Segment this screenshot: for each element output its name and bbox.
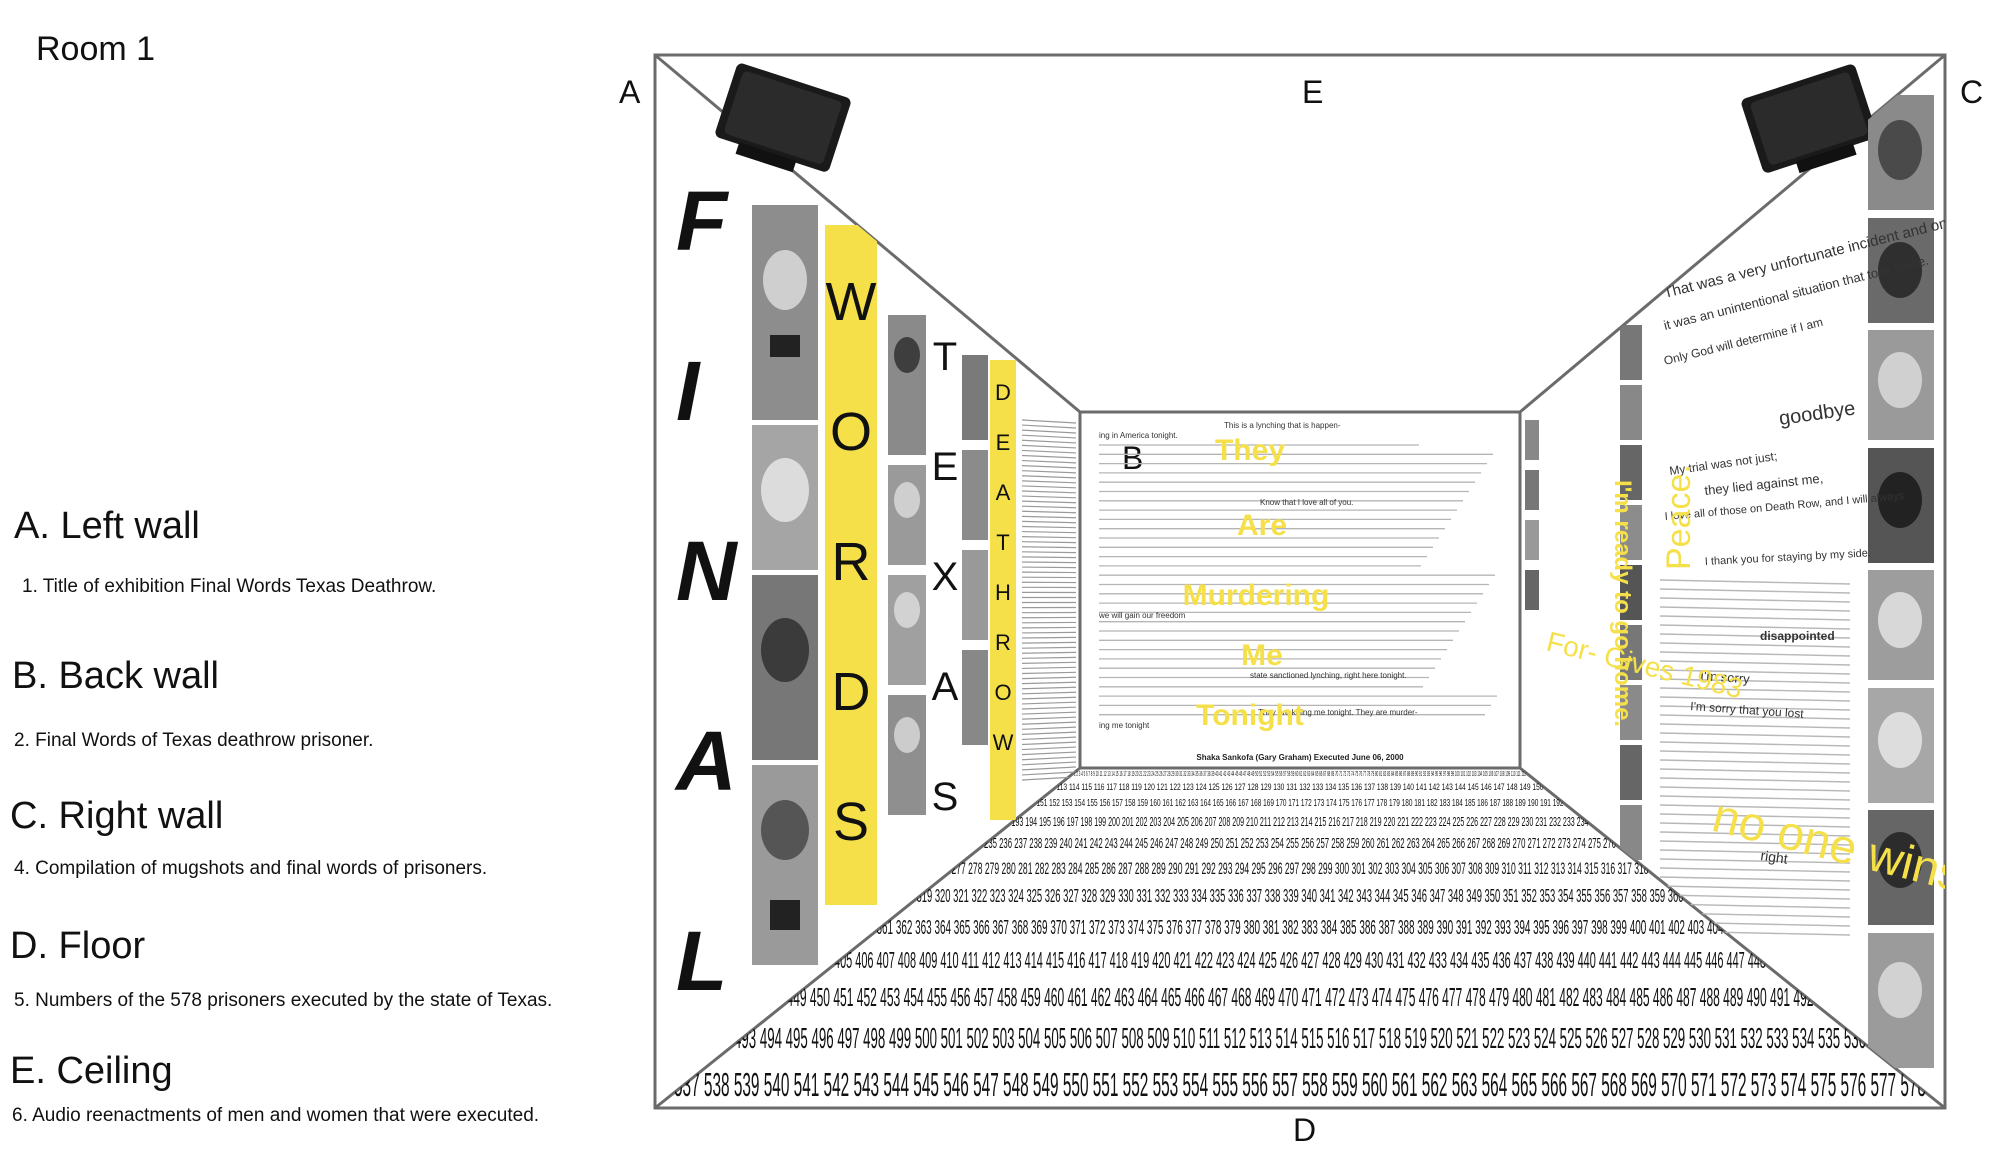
svg-text:no one wins: no one wins — [1707, 789, 1968, 902]
corner-label-b: B — [1122, 440, 1144, 476]
svg-text:I: I — [676, 344, 701, 438]
legend-heading-floor: D. Floor — [10, 925, 146, 967]
corner-label-c: C — [1960, 74, 1984, 110]
right-mugshot-column-near — [1525, 325, 1642, 860]
floor-number-row: 151 152 153 154 155 156 157 158 159 160 … — [1037, 797, 1564, 809]
svg-text:we will gain our freedom: we will gain our freedom — [1098, 611, 1186, 620]
legend-desc-floor: 5. Numbers of the 578 prisoners executed… — [14, 990, 553, 1011]
floor-number-row: 235 236 237 238 239 240 241 242 243 244 … — [984, 836, 1616, 852]
legend-heading-right-wall: C. Right wall — [10, 795, 224, 837]
svg-text:Tonight: Tonight — [1196, 699, 1304, 732]
svg-text:I'm sorry: I'm sorry — [1700, 668, 1751, 686]
floor-number-row: 493 494 495 496 497 498 499 500 501 502 … — [734, 1023, 1866, 1055]
svg-text:This is a lynching that is hap: This is a lynching that is happen- — [1224, 421, 1341, 430]
mugshot-column-left — [752, 205, 818, 965]
floor-number-row: 1 2 3 4 5 6 7 8 9 10 11 12 13 14 15 16 1… — [1074, 769, 1526, 778]
svg-text:For- Gives 1983: For- Gives 1983 — [1544, 626, 1746, 705]
floor-number-row: 537 538 539 540 541 542 543 544 545 546 … — [674, 1066, 1926, 1103]
svg-text:E: E — [932, 445, 959, 489]
room-title: Room 1 — [36, 30, 156, 68]
svg-text:E: E — [996, 430, 1011, 455]
back-wall: This is a lynching that is happen- ing i… — [1098, 421, 1497, 762]
floor-numbers: 1 2 3 4 5 6 7 8 9 10 11 12 13 14 15 16 1… — [674, 769, 1926, 1103]
svg-text:A: A — [674, 714, 737, 808]
floor-number-row: 319 320 321 322 323 324 325 326 327 328 … — [917, 885, 1684, 906]
svg-text:X: X — [932, 555, 959, 599]
svg-text:R: R — [995, 630, 1011, 655]
floor-number-row: 405 406 407 408 409 410 411 412 413 414 … — [834, 947, 1766, 973]
legend-desc-left-wall: 1. Title of exhibition Final Words Texas… — [22, 576, 437, 597]
corner-label-d: D — [1293, 1112, 1317, 1148]
floor-number-row: 449 450 451 452 453 454 455 456 457 458 … — [787, 982, 1814, 1012]
right-wall-text-lines — [1659, 579, 1851, 936]
deathrow-banner — [990, 360, 1016, 820]
back-wall-snippets: This is a lynching that is happen- ing i… — [1098, 421, 1418, 730]
svg-text:right: right — [1760, 847, 1789, 867]
svg-text:I'm sorry that you lost: I'm sorry that you lost — [1690, 699, 1805, 721]
svg-text:goodbye: goodbye — [1778, 397, 1857, 429]
svg-text:S: S — [932, 775, 959, 819]
legend-desc-back-wall: 2. Final Words of Texas deathrow prisone… — [14, 730, 374, 751]
back-wall-quote: They Are Murdering Me Tonight — [1183, 434, 1330, 732]
svg-text:O: O — [994, 680, 1011, 705]
svg-text:They are killing me tonight. T: They are killing me tonight. They are mu… — [1258, 708, 1418, 717]
legend-desc-right-wall: 4. Compilation of mugshots and final wor… — [14, 858, 488, 879]
svg-text:state sanctioned lynching, rig: state sanctioned lynching, right here to… — [1250, 671, 1407, 680]
speaker-left-icon — [715, 63, 851, 173]
floor-number-row: 277 278 279 280 281 282 283 284 285 286 … — [952, 860, 1649, 878]
svg-text:A: A — [996, 480, 1011, 505]
words-banner — [825, 225, 877, 905]
svg-text:They: They — [1215, 434, 1285, 467]
floor-number-row: 361 362 363 364 365 366 367 368 369 370 … — [877, 916, 1724, 939]
corner-label-a: A — [619, 74, 641, 110]
final-letters: F I N A L — [674, 174, 739, 1008]
svg-text:Murdering: Murdering — [1183, 579, 1330, 612]
speaker-right-icon — [1741, 64, 1877, 174]
svg-text:O: O — [830, 402, 872, 462]
svg-text:R: R — [832, 532, 871, 592]
mugshot-column-middle — [888, 315, 926, 815]
left-wall: F I N A L W O R D S — [674, 174, 1077, 1008]
svg-text:N: N — [676, 524, 739, 618]
svg-text:ing me tonight: ing me tonight — [1099, 721, 1150, 730]
svg-text:A: A — [932, 665, 959, 709]
back-wall-caption: Shaka Sankofa (Gary Graham) Executed Jun… — [1196, 753, 1404, 762]
svg-text:D: D — [995, 380, 1011, 405]
svg-text:S: S — [833, 792, 869, 852]
svg-text:D: D — [832, 662, 871, 722]
svg-text:disappointed: disappointed — [1760, 629, 1835, 643]
right-wall: That was a very unfortunate incident and… — [1525, 95, 1968, 1068]
svg-text:I thank you for staying by my: I thank you for staying by my side. — [1705, 547, 1872, 568]
svg-text:W: W — [993, 730, 1014, 755]
floor: 1 2 3 4 5 6 7 8 9 10 11 12 13 14 15 16 1… — [674, 769, 1926, 1103]
mugshot-column-right — [962, 355, 988, 745]
floor-number-row: 113 114 115 116 117 118 119 120 121 122 … — [1057, 782, 1544, 792]
left-wall-text-block — [1021, 419, 1077, 781]
words-letters: W O R D S — [826, 272, 877, 852]
svg-text:H: H — [995, 580, 1011, 605]
deathrow-letters: D E A T H R O W — [993, 380, 1014, 755]
right-mugshot-column-far — [1868, 95, 1934, 1068]
room-diagram: F I N A L W O R D S — [653, 53, 1968, 1110]
svg-text:T: T — [996, 530, 1009, 555]
svg-text:I'm ready to go home.: I'm ready to go home. — [1609, 480, 1636, 727]
legend-heading-left-wall: A. Left wall — [14, 505, 200, 547]
svg-text:Me: Me — [1241, 639, 1283, 672]
svg-text:ing in America tonight.: ing in America tonight. — [1099, 431, 1178, 440]
svg-text:L: L — [676, 914, 727, 1008]
svg-text:Know that I love all of you.: Know that I love all of you. — [1260, 498, 1353, 507]
floor-number-row: 193 194 195 196 197 198 199 200 201 202 … — [1012, 815, 1589, 829]
svg-text:W: W — [826, 272, 877, 332]
svg-text:they lied against me,: they lied against me, — [1704, 471, 1824, 498]
back-wall-text-lines — [1099, 444, 1497, 716]
svg-text:Are: Are — [1237, 509, 1287, 542]
corner-label-e: E — [1302, 74, 1324, 110]
legend-heading-ceiling: E. Ceiling — [10, 1050, 173, 1092]
legend-heading-back-wall: B. Back wall — [12, 655, 219, 697]
texas-letters: T E X A S — [932, 335, 959, 819]
legend-desc-ceiling: 6. Audio reenactments of men and women t… — [12, 1105, 540, 1126]
svg-text:T: T — [933, 335, 957, 379]
svg-text:F: F — [676, 174, 730, 268]
svg-text:Peace.: Peace. — [1660, 464, 1698, 570]
